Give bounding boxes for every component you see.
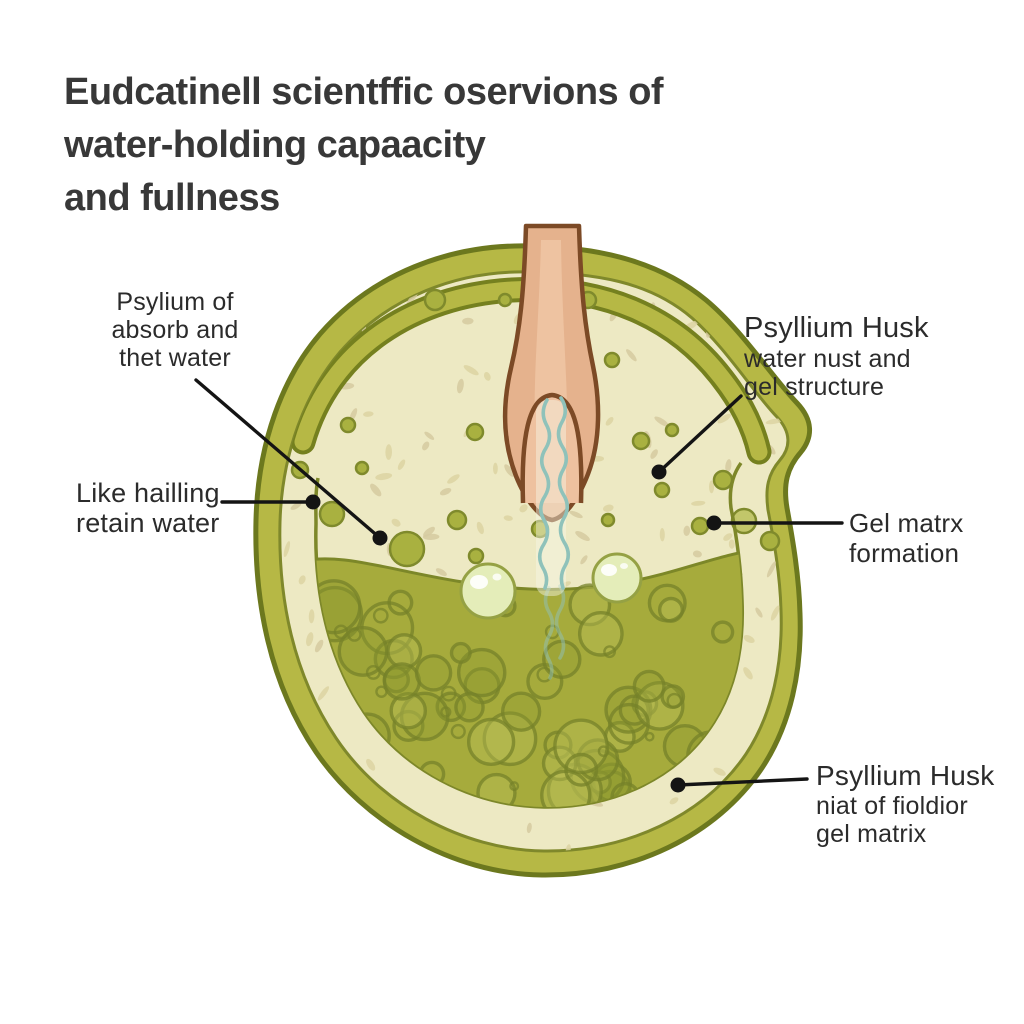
- label-line: Like hailling: [76, 478, 220, 508]
- water-stream: [536, 396, 571, 596]
- label-line: gel structure: [744, 373, 885, 401]
- label-line: Psylium of: [116, 288, 234, 316]
- surface-bubbles: [459, 552, 643, 620]
- label-line: retain water: [76, 508, 220, 538]
- pouring-hand: [502, 223, 601, 523]
- label-like-hailling: Like hailling retain water: [76, 478, 220, 538]
- label-line: formation: [849, 538, 960, 568]
- label-line: gel matrix: [816, 820, 927, 848]
- label-husk-gel-matrix: Psyllium Husk niat of fioldior gel matri…: [816, 760, 994, 848]
- title-line-2: water-holding capaacity: [64, 124, 486, 166]
- label-gel-matrix-formation: Gel matrx formation: [849, 508, 963, 568]
- label-line: Psyllium Husk: [816, 760, 995, 791]
- leader-lines: [194, 378, 844, 793]
- page-title: Eudcatinell scientffic oservions of wate…: [64, 66, 704, 225]
- label-line: thet water: [119, 344, 231, 372]
- label-line: absorb and: [111, 316, 239, 344]
- label-line: niat of fioldior: [816, 792, 968, 820]
- title-line-1: Eudcatinell scientffic oservions of: [64, 71, 664, 113]
- label-line: water nust and: [744, 345, 911, 373]
- label-psyllium-absorb: Psylium of absorb and thet water: [85, 288, 265, 372]
- label-line: Gel matrx: [849, 508, 964, 538]
- title-line-3: and fullness: [64, 177, 280, 219]
- label-line: Psyllium Husk: [744, 312, 929, 344]
- label-husk-structure: Psyllium Husk water nust and gel structu…: [744, 312, 929, 401]
